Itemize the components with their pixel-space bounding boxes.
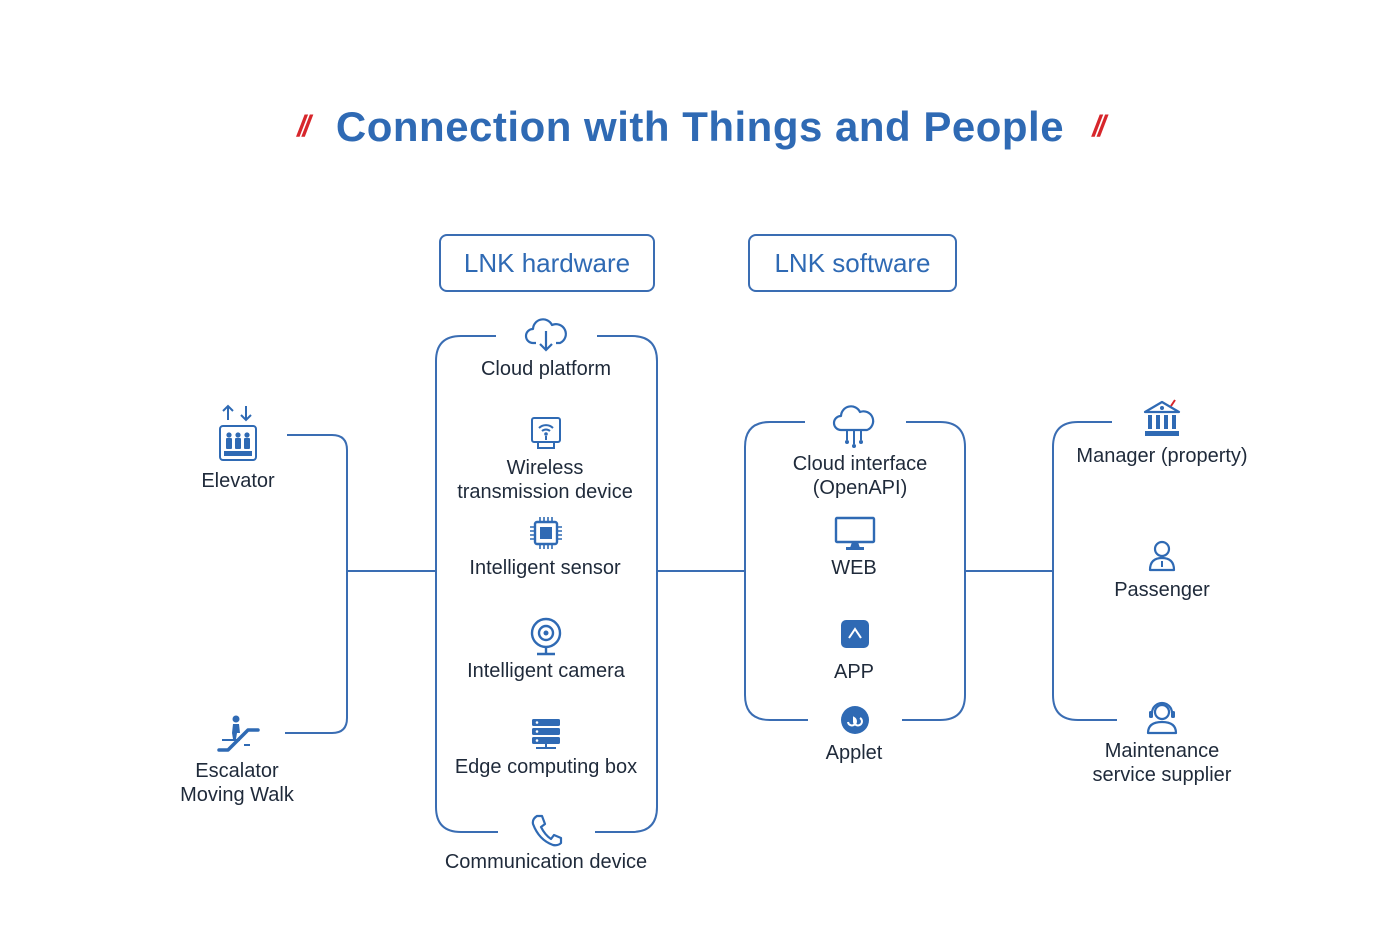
maintenance-label-line1: Maintenance (1104, 740, 1220, 762)
elevator-icon (219, 404, 257, 461)
chip-icon (530, 517, 562, 549)
edge-box-label: Edge computing box (454, 756, 638, 778)
web-label: WEB (831, 557, 877, 579)
hardware-header-label: LNK hardware (463, 247, 631, 278)
applet-label: Applet (825, 742, 883, 764)
cloud-interface-line1: Cloud interface (792, 453, 928, 475)
wireless-label-line2: transmission device (457, 481, 633, 503)
cloud-api-icon (832, 405, 875, 448)
people-bracket (1052, 421, 1117, 721)
cloud-interface-label: Cloud interface (OpenAPI) (793, 452, 928, 500)
escalator-label: Escalator Moving Walk (180, 759, 294, 807)
app-icon (841, 620, 869, 648)
applet-icon (841, 706, 869, 734)
wireless-device-label: Wireless transmission device (457, 456, 633, 504)
camera-icon (530, 617, 562, 656)
title-text: Connection with Things and People (335, 102, 1065, 150)
wireless-device-icon (531, 417, 561, 449)
software-header-label: LNK software (774, 247, 931, 278)
cloud-download-icon (524, 318, 567, 352)
software-header: LNK software (748, 234, 957, 292)
manager-label: Manager (property) (1076, 445, 1248, 467)
sensor-label: Intelligent sensor (469, 557, 621, 579)
escalator-icon (217, 715, 260, 752)
elevator-label: Elevator (201, 470, 275, 492)
app-label: APP (833, 661, 875, 683)
maintenance-label-line2: service supplier (1092, 764, 1232, 786)
server-icon (532, 719, 560, 749)
building-icon (1143, 399, 1181, 436)
cloud-interface-line2: (OpenAPI) (812, 477, 908, 499)
page-title: // Connection with Things and People // (0, 100, 1400, 151)
phone-icon (531, 814, 563, 847)
maintenance-label: Maintenance service supplier (1093, 739, 1232, 787)
cloud-platform-label: Cloud platform (480, 358, 612, 380)
camera-label: Intelligent camera (467, 660, 625, 682)
monitor-icon (834, 516, 876, 550)
support-agent-icon (1146, 701, 1178, 735)
wireless-label-line1: Wireless (506, 457, 584, 479)
title-mark-right: // (1092, 109, 1106, 143)
escalator-label-line2: Moving Walk (180, 784, 294, 806)
person-icon (1148, 540, 1176, 572)
communication-label: Communication device (444, 851, 648, 873)
title-mark-left: // (297, 109, 311, 143)
hardware-panel-border (435, 335, 658, 833)
escalator-label-line1: Escalator (195, 760, 279, 782)
hardware-header: LNK hardware (439, 234, 655, 292)
passenger-label: Passenger (1114, 579, 1210, 601)
equipment-bracket (285, 434, 348, 734)
